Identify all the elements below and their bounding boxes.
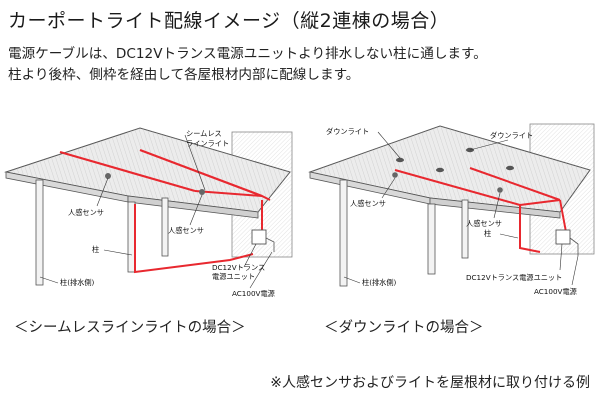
description-line-2: 柱より後枠、側枠を経由して各屋根材内部に配線します。 (8, 67, 360, 83)
left-wire-pillar (134, 204, 254, 274)
left-wire-seamless-2 (139, 148, 263, 198)
right-label-downlight-1: ダウンライト (326, 127, 369, 136)
left-wire-seamless-1 (59, 150, 196, 193)
right-downlight-1-icon (396, 157, 404, 163)
left-label-sensor-1: 人感センサ (68, 208, 104, 217)
left-label-sensor-2: 人感センサ (168, 226, 204, 235)
left-leader-light (184, 134, 206, 191)
right-pillar-back (461, 199, 469, 259)
right-wire-pillar (519, 205, 541, 253)
left-label-seamless-light-2: ラインライト (186, 139, 229, 148)
page-title: カーポートライト配線イメージ（縦2連棟の場合） (8, 10, 450, 32)
left-leader-sensor2 (189, 194, 203, 226)
right-leader-pillar (499, 233, 519, 239)
right-label-transformer: DC12Vトランス電源ユニット (466, 273, 562, 282)
left-diagram-caption: ＜シームレスラインライトの場合＞ (14, 320, 246, 336)
right-wire-back (559, 199, 567, 233)
right-downlight-2-icon (436, 167, 444, 173)
description: 電源ケーブルは、DC12Vトランス電源ユニットより排水しない柱に通します。 柱よ… (8, 44, 487, 86)
right-pillar-front (339, 179, 348, 287)
left-pillar-front (35, 179, 44, 286)
left-leader-ac (249, 251, 273, 289)
left-label-pillar: 柱 (92, 245, 99, 254)
right-label-pillar-drain: 柱(排水側) (362, 278, 397, 287)
left-label-seamless-light-1: シームレス (186, 129, 222, 138)
left-ac-cable (265, 237, 275, 252)
right-sensor-1-icon (392, 172, 398, 178)
left-diagram: シームレス ラインライト 人感センサ 人感センサ 柱 柱(排水側) DC12Vト… (4, 127, 293, 298)
right-leader-downlight1 (377, 131, 401, 159)
left-roof-side-fascia (127, 195, 259, 219)
right-leader-sensor2 (493, 192, 501, 219)
left-leader-sensor1 (96, 177, 109, 207)
footnote: ※人感センサおよびライトを屋根材に取り付ける例 (270, 375, 590, 391)
description-line-1: 電源ケーブルは、DC12Vトランス電源ユニットより排水しない柱に通します。 (8, 46, 487, 62)
right-roof-panels (310, 126, 590, 212)
right-diagram: ダウンライト ダウンライト 人感センサ 人感センサ 柱 柱(排水側) DC12V… (308, 123, 595, 296)
right-leader-downlight2 (469, 139, 509, 151)
left-label-pillar-drain: 柱(排水側) (60, 278, 95, 287)
left-leader-pillar (103, 249, 133, 256)
right-leader-ac (571, 255, 579, 286)
left-wire-frame (194, 190, 271, 201)
right-wire-roof-2 (469, 167, 561, 201)
left-roof-panels (6, 128, 290, 212)
right-wire-frame (519, 199, 561, 206)
right-label-downlight-2: ダウンライト (490, 131, 533, 140)
left-label-transformer-2: 電源ユニット (212, 272, 255, 281)
right-label-sensor-1: 人感センサ (350, 199, 386, 208)
left-leader-unit (243, 243, 257, 268)
left-sensor-2-icon (199, 189, 205, 195)
right-diagram-caption: ＜ダウンライトの場合＞ (324, 320, 484, 336)
left-leader-drain (39, 276, 59, 284)
left-transformer-unit (251, 229, 267, 245)
left-label-ac-power: AC100V電源 (232, 289, 275, 298)
left-label-transformer-1: DC12Vトランス (212, 263, 265, 272)
right-wire-roof-1 (394, 169, 521, 206)
right-leader-drain (343, 276, 361, 284)
right-label-ac-power: AC100V電源 (534, 287, 577, 296)
left-sensor-1-icon (105, 173, 111, 179)
right-leader-sensor1 (381, 177, 396, 199)
right-label-pillar: 柱 (484, 229, 491, 238)
left-pillar-mid (127, 201, 136, 273)
left-pillar-back (161, 197, 169, 257)
right-leader-unit (559, 243, 563, 271)
right-downlight-4-icon (506, 165, 514, 171)
right-pillar-mid (427, 203, 436, 275)
right-sensor-2-icon (497, 187, 503, 193)
right-label-sensor-2: 人感センサ (466, 219, 502, 228)
right-transformer-unit (555, 229, 571, 245)
right-ac-cable (569, 237, 579, 256)
